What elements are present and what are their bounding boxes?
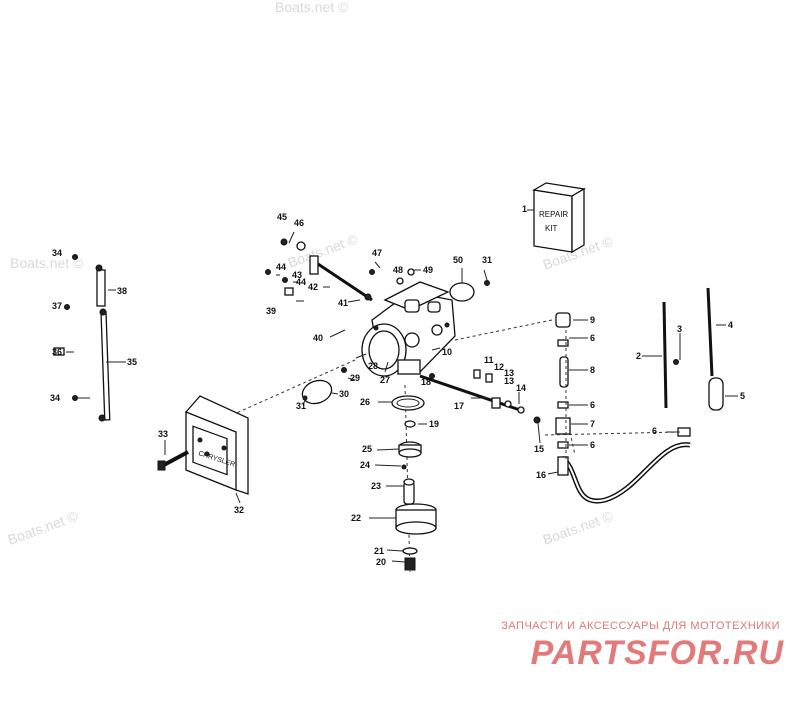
callout: 14 — [516, 383, 526, 393]
callout: 40 — [313, 333, 323, 343]
callout: 27 — [380, 375, 390, 385]
callout: 33 — [158, 429, 168, 439]
callout: 36 — [52, 347, 62, 357]
float-bowl-stack — [395, 441, 437, 571]
callout: 31 — [296, 401, 306, 411]
callout: 13 — [504, 368, 514, 378]
callout: 44 — [296, 277, 306, 287]
callout: 24 — [360, 460, 370, 470]
callout: 16 — [536, 470, 546, 480]
callout: 37 — [52, 301, 62, 311]
callout: 47 — [372, 248, 382, 258]
callout: 49 — [423, 265, 433, 275]
callout: 43 — [292, 270, 302, 280]
callout: 34 — [50, 393, 60, 403]
choke-linkage — [265, 238, 415, 302]
kit-label: REPAIR — [539, 210, 568, 219]
callout: 11 — [484, 355, 494, 365]
callout: 26 — [360, 397, 370, 407]
gasket — [391, 395, 425, 411]
callout: 1 — [522, 204, 527, 214]
watermark: Boats.net © — [286, 230, 361, 270]
callout: 44 — [276, 262, 286, 272]
watermark: Boats.net © — [541, 507, 616, 547]
callout: 21 — [374, 546, 384, 556]
callout: 50 — [453, 255, 463, 265]
callout: 31 — [482, 255, 492, 265]
callout: 4 — [728, 320, 733, 330]
repair-kit-box: REPAIR KIT — [532, 182, 586, 254]
cover-screw — [161, 450, 189, 468]
callout: 19 — [429, 419, 439, 429]
callout: 10 — [442, 347, 452, 357]
callout: 6 — [590, 333, 595, 343]
callout: 3 — [677, 324, 682, 334]
callout: 18 — [421, 377, 431, 387]
callout: 17 — [454, 401, 464, 411]
fuel-line-assembly — [555, 287, 724, 504]
callout: 29 — [350, 373, 360, 383]
footer-tagline: ЗАПЧАСТИ И АКСЕССУАРЫ ДЛЯ МОТОТЕХНИКИ — [501, 620, 780, 632]
callout: 39 — [266, 306, 276, 316]
throttle-shaft — [419, 369, 541, 424]
callout: 35 — [127, 357, 137, 367]
watermark: Boats.net © — [6, 507, 81, 547]
callout: 2 — [636, 351, 641, 361]
callout: 42 — [308, 282, 318, 292]
callout: 7 — [590, 419, 595, 429]
callout: 32 — [234, 505, 244, 515]
callout: 34 — [52, 248, 62, 258]
callout: 8 — [590, 365, 595, 375]
callout: 15 — [534, 444, 544, 454]
callout: 9 — [590, 315, 595, 325]
throttle-link-assembly — [53, 254, 111, 422]
o-ring — [404, 420, 416, 428]
cover-plate — [449, 282, 475, 302]
callout: 13 — [504, 376, 514, 386]
callout: 25 — [362, 444, 372, 454]
callout: 38 — [117, 286, 127, 296]
callout: 22 — [351, 513, 361, 523]
kit-label: KIT — [545, 224, 558, 233]
callout: 41 — [338, 298, 348, 308]
callout: 28 — [368, 361, 378, 371]
watermark: Boats.net © — [10, 255, 84, 271]
callout: 6 — [590, 440, 595, 450]
callout: 20 — [376, 557, 386, 567]
callout: 45 — [277, 212, 287, 222]
callout: 23 — [371, 481, 381, 491]
callout: 12 — [494, 362, 504, 372]
callout: 6 — [590, 400, 595, 410]
footer-brand-logo: PARTSFOR.RU — [530, 634, 784, 672]
callout: 6 — [652, 426, 657, 436]
callout: 30 — [339, 389, 349, 399]
watermark: Boats.net © — [275, 0, 349, 15]
callout: 46 — [294, 218, 304, 228]
air-silencer-cover: CHRYSLER — [185, 395, 249, 495]
callout: 5 — [740, 391, 745, 401]
carburetor-body — [361, 281, 456, 377]
callout: 48 — [393, 265, 403, 275]
